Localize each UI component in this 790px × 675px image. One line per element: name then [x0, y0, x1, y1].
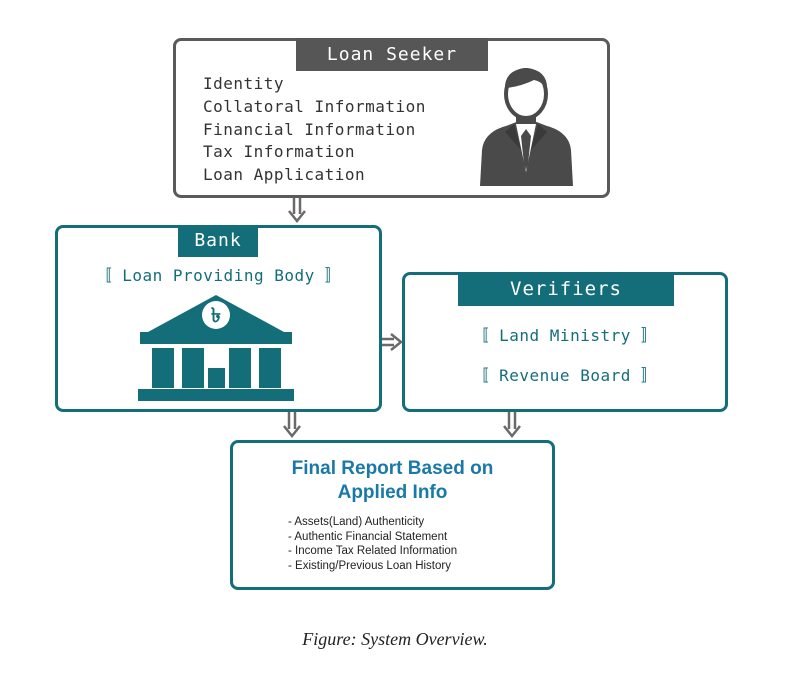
bank-subtitle: 〚 Loan Providing Body 〛	[95, 266, 342, 285]
loan-seeker-items: Identity Collatoral Information Financia…	[203, 73, 426, 187]
figure-caption: Figure: System Overview.	[302, 629, 488, 649]
currency-symbol: ৳	[211, 303, 221, 327]
verifier-revenue-board: 〚 Revenue Board 〛	[472, 366, 658, 385]
verifier-land-ministry: 〚 Land Ministry 〛	[472, 326, 658, 345]
final-report-title: Final Report Based on Applied Info	[230, 457, 555, 505]
loan-seeker-title: Loan Seeker	[296, 38, 488, 71]
final-report-title-line1: Final Report Based on	[291, 458, 494, 479]
bank-building-icon	[138, 295, 294, 401]
final-report-title-line2: Applied Info	[337, 482, 448, 503]
loan-seeker-item-tax: Tax Information	[203, 142, 355, 162]
final-report-box	[230, 440, 555, 590]
final-report-items: - Assets(Land) Authenticity - Authentic …	[288, 515, 457, 573]
loan-seeker-item-application: Loan Application	[203, 165, 366, 185]
bank-title: Bank	[178, 225, 258, 257]
report-item-income-tax: - Income Tax Related Information	[288, 545, 458, 557]
report-item-assets: - Assets(Land) Authenticity	[288, 516, 425, 528]
businessman-icon	[480, 68, 573, 186]
arrow-bank-to-verifiers	[382, 333, 404, 351]
arrow-seeker-to-bank	[288, 198, 306, 224]
arrow-bank-to-report	[283, 412, 301, 439]
report-item-financial-statement: - Authentic Financial Statement	[288, 530, 448, 543]
loan-seeker-item-identity: Identity	[203, 74, 285, 93]
loan-seeker-item-financial: Financial Information	[203, 119, 416, 139]
verifiers-title: Verifiers	[458, 272, 674, 306]
report-item-loan-history: - Existing/Previous Loan History	[288, 559, 451, 572]
arrow-verifiers-to-report	[503, 412, 521, 439]
loan-seeker-item-collateral: Collatoral Information	[203, 96, 426, 116]
